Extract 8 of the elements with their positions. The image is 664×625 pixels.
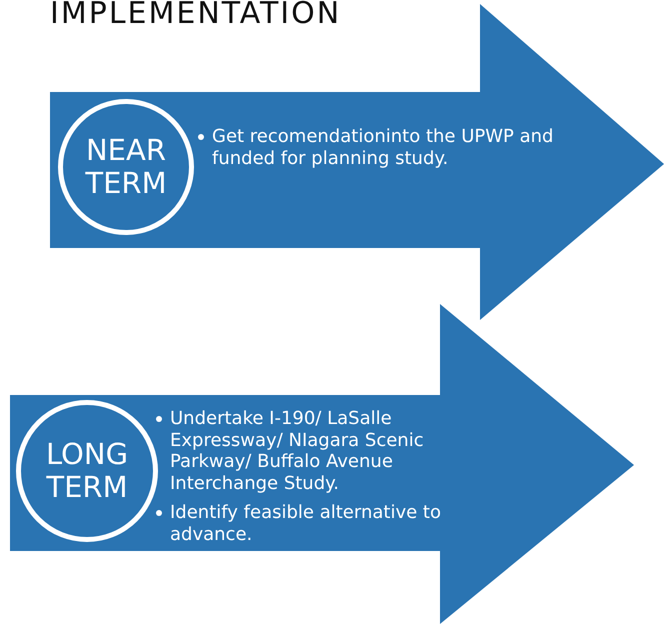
term-label: LONG TERM bbox=[44, 438, 130, 504]
bullet-text: Undertake I-190/ LaSalle Expressway/ NIagara Scenic Parkway/ Buffalo Avenue Interchange Study. bbox=[170, 408, 425, 494]
term-circle bbox=[16, 400, 158, 542]
bullet-text: Get recomendationinto the UPWP and funded for planning study. bbox=[212, 126, 554, 170]
title: IMPLEMENTATION bbox=[50, 0, 342, 31]
term-label: NEAR TERM bbox=[84, 134, 168, 200]
bullet-text: Identify feasible alternative to advance. bbox=[170, 502, 442, 546]
term-circle bbox=[58, 99, 194, 235]
